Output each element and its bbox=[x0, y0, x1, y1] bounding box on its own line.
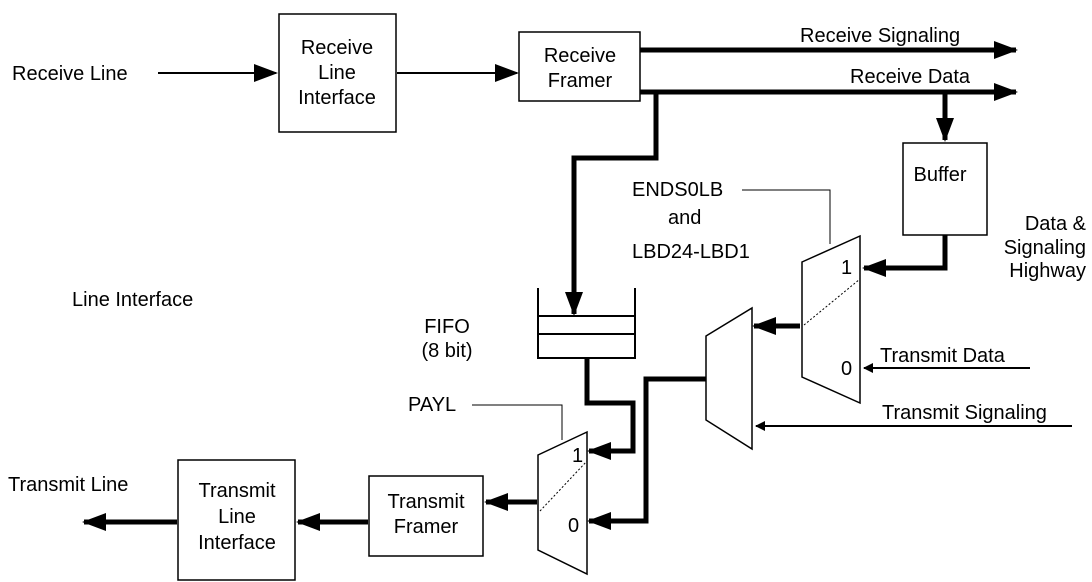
rx-framer-text-2: Framer bbox=[548, 70, 613, 92]
loopback-mux bbox=[801, 234, 861, 405]
tx-line-iface-text-3: Interface bbox=[198, 532, 276, 554]
payl-label: PAYL bbox=[408, 394, 456, 416]
fifo-label-1: FIFO bbox=[424, 316, 470, 338]
buffer-label: Buffer bbox=[914, 164, 967, 186]
fifo-body bbox=[537, 288, 636, 359]
endsolb-text-1: ENDS0LB bbox=[632, 179, 723, 201]
buffer-block bbox=[902, 142, 988, 236]
buffer-to-mux-arrow bbox=[862, 235, 948, 277]
payload-mux-switch bbox=[539, 460, 588, 512]
rx-line-iface-text-3: Interface bbox=[298, 87, 376, 109]
combiner-to-payload-mux-arrow bbox=[587, 376, 706, 530]
transmit-line-interface-block bbox=[177, 459, 296, 581]
endsolb-text-3: LBD24-LBD1 bbox=[632, 241, 750, 263]
fifo-label-2: (8 bit) bbox=[421, 340, 472, 362]
loopback-mux-input-0: 0 bbox=[841, 358, 852, 380]
highway-text-1: Data & bbox=[1025, 213, 1087, 235]
transmit-framer-block bbox=[368, 475, 484, 557]
highway-text-2: Signaling bbox=[1004, 237, 1086, 259]
rx-line-iface-text-1: Receive bbox=[301, 37, 373, 59]
highway-text-3: Highway bbox=[1009, 260, 1086, 282]
data-to-fifo-arrow bbox=[565, 89, 664, 316]
transmit-data-label: Transmit Data bbox=[880, 345, 1006, 367]
receive-line-interface-block bbox=[278, 13, 397, 133]
line-interface-label: Line Interface bbox=[72, 289, 193, 311]
receive-signaling-label: Receive Signaling bbox=[800, 25, 960, 47]
tx-line-iface-text-2: Line bbox=[218, 506, 256, 528]
signaling-combiner bbox=[705, 306, 753, 451]
payl-control-line bbox=[472, 404, 563, 440]
receive-line-label: Receive Line bbox=[12, 63, 128, 85]
rx-framer-text-1: Receive bbox=[544, 45, 616, 67]
rx-line-iface-text-2: Line bbox=[318, 62, 356, 84]
transmit-line-label: Transmit Line bbox=[8, 474, 128, 496]
endsolb-control-line bbox=[742, 189, 831, 244]
payload-mux-input-0: 0 bbox=[568, 515, 579, 537]
fifo-to-payload-mux-arrow bbox=[584, 358, 636, 460]
loopback-mux-input-1: 1 bbox=[841, 257, 852, 279]
payload-mux bbox=[537, 430, 588, 576]
payload-mux-input-1: 1 bbox=[572, 445, 583, 467]
transmit-signaling-label: Transmit Signaling bbox=[882, 402, 1047, 424]
tx-framer-text-2: Framer bbox=[394, 516, 459, 538]
tx-framer-text-1: Transmit bbox=[387, 491, 464, 513]
receive-data-label: Receive Data bbox=[850, 66, 971, 88]
receive-framer-block bbox=[518, 31, 641, 102]
loopback-mux-switch bbox=[803, 278, 861, 326]
endsolb-text-2: and bbox=[668, 207, 701, 229]
tx-line-iface-text-1: Transmit bbox=[198, 480, 275, 502]
